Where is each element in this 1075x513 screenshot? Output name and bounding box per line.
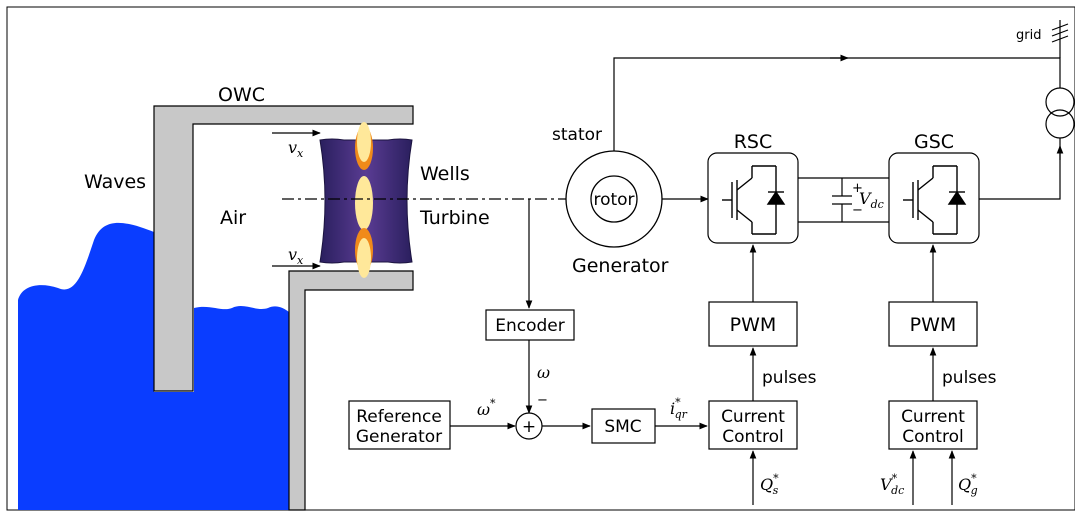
- pwm-rsc-block: [708, 301, 798, 347]
- stator-label: stator: [552, 125, 602, 145]
- encoder-label: Encoder: [495, 316, 565, 336]
- gsc-label: GSC: [914, 131, 954, 153]
- owc-front-wall: [153, 105, 414, 392]
- current-control-rsc-block: [708, 400, 798, 450]
- rsc-label: RSC: [734, 131, 773, 153]
- gsc-igbt-icon: [903, 165, 967, 235]
- wells-label: Wells: [420, 163, 470, 185]
- omega-label: ω: [537, 363, 550, 382]
- gsc-to-transformer-line: [979, 138, 1061, 200]
- sum-minus-label: −: [537, 393, 548, 408]
- encoder-block: [485, 309, 575, 341]
- rsc-igbt-icon: [722, 165, 786, 235]
- reference-generator-block: [348, 400, 451, 450]
- current-control-gsc-block: [888, 400, 978, 450]
- pulses-gsc-label: pulses: [942, 368, 997, 388]
- turbine-label: Turbine: [419, 207, 490, 229]
- figure-frame: [6, 6, 1075, 511]
- owc-back-wall: [288, 270, 414, 511]
- dc-minus-label: −: [852, 203, 863, 218]
- rotor-label: rotor: [593, 190, 634, 210]
- current-control-rsc-line2: Control: [722, 427, 783, 447]
- vx-label-bottom: vx: [288, 245, 304, 267]
- air-label: Air: [220, 207, 246, 229]
- pulses-rsc-label: pulses: [762, 368, 817, 388]
- waves-label: Waves: [84, 171, 146, 193]
- pwm-gsc-label: PWM: [910, 314, 957, 336]
- stator-to-grid-line: [613, 57, 1061, 151]
- water-body: [18, 222, 154, 510]
- pwm-gsc-block: [888, 301, 978, 347]
- transformer-icon: [1045, 87, 1075, 139]
- pwm-rsc-label: PWM: [730, 314, 777, 336]
- turbine-blades: [355, 122, 373, 278]
- reference-generator-line2: Generator: [356, 427, 442, 447]
- grid-hash-icon: [1051, 23, 1069, 43]
- sum-plus-label: +: [522, 417, 536, 437]
- current-control-gsc-line2: Control: [902, 427, 963, 447]
- vdc-label: Vdc: [859, 189, 884, 211]
- qs-ref-label: Q*s: [760, 472, 779, 497]
- owc-label: OWC: [218, 84, 265, 106]
- omega-star-label: ω*: [477, 397, 496, 419]
- qg-ref-label: Q*g: [958, 472, 978, 497]
- generator-label: Generator: [572, 255, 669, 277]
- reference-generator-line1: Reference: [356, 407, 442, 427]
- current-control-rsc-line1: Current: [721, 407, 785, 427]
- iqr-ref-label: i*qr: [670, 396, 688, 421]
- water-inside-chamber: [154, 306, 289, 510]
- dc-plus-label: +: [852, 181, 863, 196]
- generator-rotor-circle: [590, 175, 638, 223]
- smc-label: SMC: [604, 417, 641, 437]
- vdc-ref-label: V*dc: [880, 472, 904, 497]
- current-control-gsc-line1: Current: [901, 407, 965, 427]
- smc-block: [591, 408, 656, 444]
- grid-label: grid: [1016, 28, 1041, 43]
- vx-label-top: vx: [288, 138, 304, 160]
